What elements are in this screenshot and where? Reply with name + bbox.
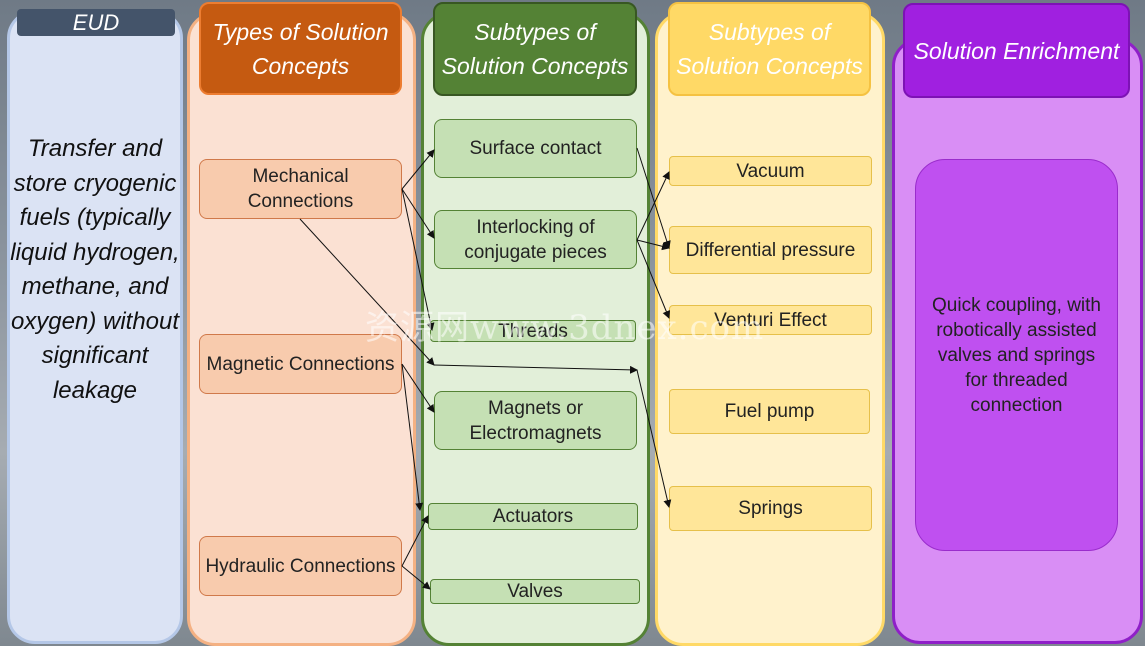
subtype-magnets: Magnets or Electromagnets bbox=[434, 391, 637, 450]
eud-description: Transfer and store cryogenic fuels (typi… bbox=[10, 135, 180, 404]
watermark-text: 资源网www.3dnex.com bbox=[365, 308, 765, 348]
subtype-valves: Valves bbox=[430, 579, 640, 604]
subtype2-vacuum: Vacuum bbox=[669, 156, 872, 186]
enrichment-header: Solution Enrichment bbox=[903, 3, 1130, 98]
subtype2-differential-pressure: Differential pressure bbox=[669, 226, 872, 274]
enrichment-text: Quick coupling, with robotically assiste… bbox=[915, 159, 1118, 551]
subtype2-fuel-pump: Fuel pump bbox=[669, 389, 870, 434]
subtype2-springs: Springs bbox=[669, 486, 872, 531]
eud-header: EUD bbox=[17, 9, 175, 36]
type-hydraulic: Hydraulic Connections bbox=[199, 536, 402, 596]
subtype2-venturi: Venturi Effect bbox=[669, 305, 872, 335]
subtype-surface-contact: Surface contact bbox=[434, 119, 637, 178]
type-mechanical: Mechanical Connections bbox=[199, 159, 402, 219]
eud-column bbox=[7, 10, 183, 644]
subtypes-header: Subtypes of Solution Concepts bbox=[433, 2, 637, 96]
subtype-actuators: Actuators bbox=[428, 503, 638, 530]
subtype-interlocking: Interlocking of conjugate pieces bbox=[434, 210, 637, 269]
types-header: Types of Solution Concepts bbox=[199, 2, 402, 95]
subtypes2-header: Subtypes of Solution Concepts bbox=[668, 2, 871, 96]
